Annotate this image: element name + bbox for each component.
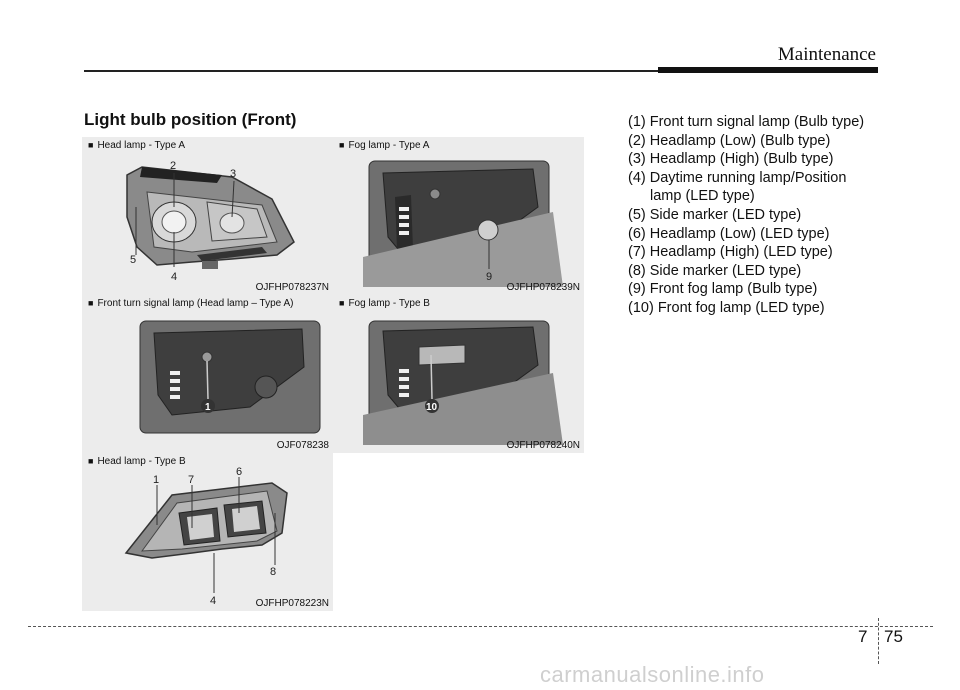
figure-code: OJFHP078240N bbox=[507, 440, 580, 451]
legend-item: (2) Headlamp (Low) (Bulb type) bbox=[628, 132, 928, 151]
figure-code: OJFHP078239N bbox=[507, 282, 580, 293]
figure-caption: ■Head lamp - Type A bbox=[88, 140, 185, 151]
figure-code: OJF078238 bbox=[277, 440, 329, 451]
legend-item: lamp (LED type) bbox=[628, 187, 928, 206]
callout-8: 8 bbox=[270, 566, 276, 578]
figure-code: OJFHP078237N bbox=[256, 282, 329, 293]
callout-1: 1 bbox=[205, 402, 211, 413]
bulb-legend: (1) Front turn signal lamp (Bulb type) (… bbox=[628, 113, 928, 318]
front-turn-signal-illustration: 1 bbox=[82, 295, 333, 453]
legend-item: (4) Daytime running lamp/Position bbox=[628, 169, 928, 188]
callout-1: 1 bbox=[153, 474, 159, 486]
legend-item: (9) Front fog lamp (Bulb type) bbox=[628, 280, 928, 299]
callout-4: 4 bbox=[210, 595, 216, 607]
figure-code: OJFHP078223N bbox=[256, 598, 329, 609]
legend-item: (7) Headlamp (High) (LED type) bbox=[628, 243, 928, 262]
figure-head-lamp-type-b: 1 7 6 4 8 ■Head lamp - Type B OJFHP07822… bbox=[82, 453, 333, 611]
footer-divider bbox=[878, 618, 879, 664]
legend-item: (6) Headlamp (Low) (LED type) bbox=[628, 225, 928, 244]
callout-10: 10 bbox=[426, 402, 438, 413]
callout-6: 6 bbox=[236, 466, 242, 478]
callout-4: 4 bbox=[171, 271, 177, 283]
callout-7: 7 bbox=[188, 474, 194, 486]
callout-3: 3 bbox=[230, 168, 236, 180]
callout-9: 9 bbox=[486, 271, 492, 283]
header-rule bbox=[84, 70, 664, 72]
legend-item: (3) Headlamp (High) (Bulb type) bbox=[628, 150, 928, 169]
figure-fog-lamp-type-b: 10 ■Fog lamp - Type B OJFHP078240N bbox=[333, 295, 584, 453]
figure-caption: ■Front turn signal lamp (Head lamp – Typ… bbox=[88, 298, 293, 309]
fog-lamp-type-b-illustration: 10 bbox=[333, 295, 584, 453]
legend-item: (1) Front turn signal lamp (Bulb type) bbox=[628, 113, 928, 132]
section-title: Maintenance bbox=[778, 44, 876, 66]
head-lamp-type-b-illustration: 1 7 6 4 8 bbox=[82, 453, 333, 611]
figure-front-turn-signal-lamp: 1 ■Front turn signal lamp (Head lamp – T… bbox=[82, 295, 333, 453]
head-lamp-type-a-illustration: 2 3 4 5 bbox=[82, 137, 333, 295]
figure-caption: ■Fog lamp - Type B bbox=[339, 298, 430, 309]
watermark: carmanualsonline.info bbox=[540, 662, 765, 688]
callout-2: 2 bbox=[170, 160, 176, 172]
chapter-number: 7 bbox=[858, 627, 867, 647]
figure-head-lamp-type-a: 2 3 4 5 ■Head lamp - Type A OJFHP078237N bbox=[82, 137, 333, 295]
figure-caption: ■Head lamp - Type B bbox=[88, 456, 186, 467]
figure-caption: ■Fog lamp - Type A bbox=[339, 140, 429, 151]
legend-item: (5) Side marker (LED type) bbox=[628, 206, 928, 225]
page-number: 75 bbox=[884, 627, 903, 647]
page-title: Light bulb position (Front) bbox=[84, 110, 296, 130]
footer-rule bbox=[28, 626, 933, 627]
header-rule-thick bbox=[658, 67, 878, 73]
fog-lamp-type-a-illustration: 9 bbox=[333, 137, 584, 295]
legend-item: (8) Side marker (LED type) bbox=[628, 262, 928, 281]
legend-item: (10) Front fog lamp (LED type) bbox=[628, 299, 928, 318]
figure-fog-lamp-type-a: 9 ■Fog lamp - Type A OJFHP078239N bbox=[333, 137, 584, 295]
callout-5: 5 bbox=[130, 254, 136, 266]
